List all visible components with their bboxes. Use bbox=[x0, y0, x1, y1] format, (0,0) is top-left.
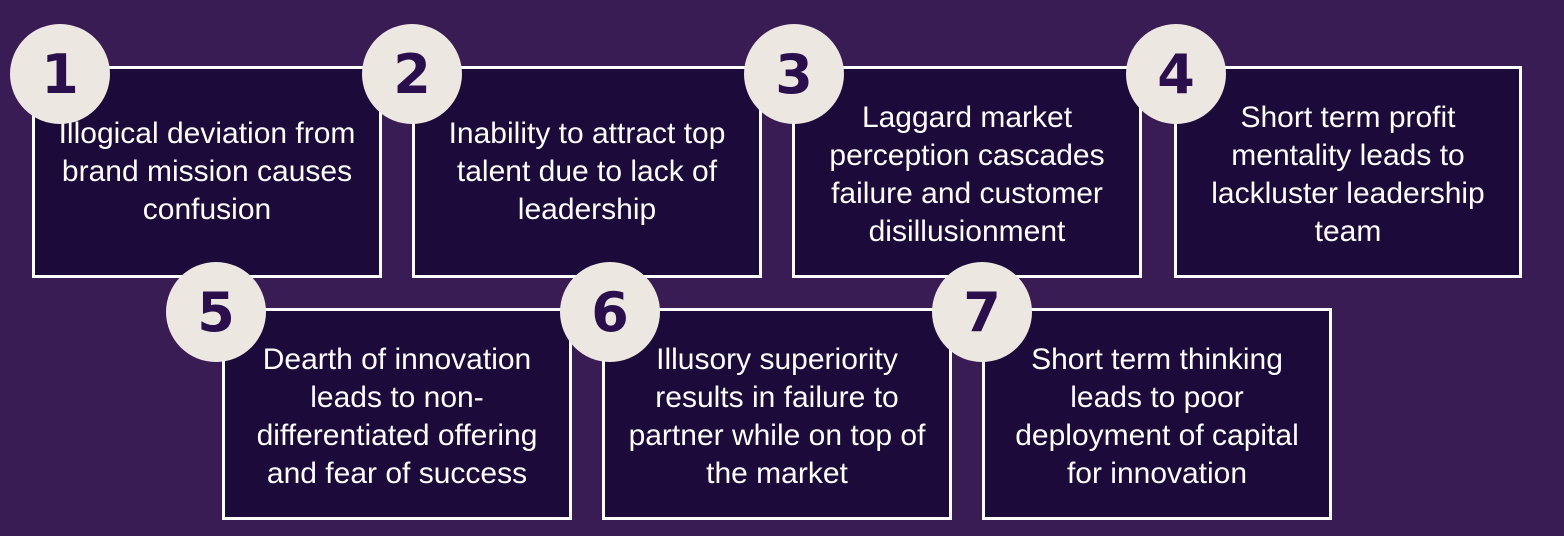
card-5-text: Dearth of innovation leads to non-differ… bbox=[256, 343, 538, 490]
card-5: Dearth of innovation leads to non-differ… bbox=[222, 308, 572, 520]
number-badge-1: 1 bbox=[10, 24, 110, 124]
card-7-text: Short term thinking leads to poor deploy… bbox=[1015, 343, 1299, 490]
card-6-text: Illusory superiority results in failure … bbox=[628, 343, 926, 490]
card-1-text: Illogical deviation from brand mission c… bbox=[58, 117, 356, 226]
card-6: Illusory superiority results in failure … bbox=[602, 308, 952, 520]
card-7: Short term thinking leads to poor deploy… bbox=[982, 308, 1332, 520]
card-2: Inability to attract top talent due to l… bbox=[412, 66, 762, 278]
card-4-text: Short term profit mentality leads to lac… bbox=[1211, 101, 1485, 248]
number-badge-5: 5 bbox=[166, 262, 266, 362]
number-badge-4: 4 bbox=[1126, 24, 1226, 124]
card-4: Short term profit mentality leads to lac… bbox=[1174, 66, 1522, 278]
number-badge-7: 7 bbox=[932, 262, 1032, 362]
number-badge-3: 3 bbox=[744, 24, 844, 124]
card-1: Illogical deviation from brand mission c… bbox=[32, 66, 382, 278]
number-badge-6: 6 bbox=[560, 262, 660, 362]
card-3-text: Laggard market perception cascades failu… bbox=[829, 101, 1105, 248]
card-2-text: Inability to attract top talent due to l… bbox=[448, 117, 726, 226]
card-3: Laggard market perception cascades failu… bbox=[792, 66, 1142, 278]
number-badge-2: 2 bbox=[362, 24, 462, 124]
